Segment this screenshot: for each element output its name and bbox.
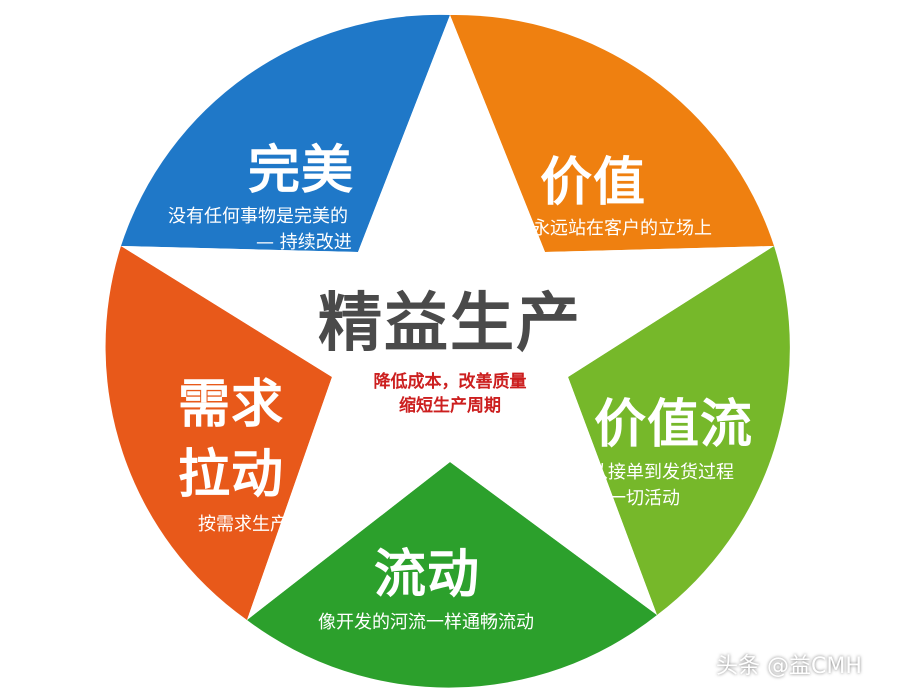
segment-perfection-wedge (121, 14, 450, 253)
watermark-text: 头条 @益CMH (716, 654, 862, 679)
perfection-desc-line1: 没有任何事物是完美的 (168, 206, 348, 227)
pull-desc: 按需求生产 (198, 514, 288, 535)
segment-pull-wedge (105, 246, 332, 620)
value-title: 价值 (540, 153, 647, 213)
flow-title: 流动 (374, 545, 481, 605)
value-stream-desc-line2: 的一切活动 (590, 488, 680, 509)
value-desc: 永远站在客户的立场上 (532, 218, 712, 239)
value-stream-desc-line1: 从接单到发货过程 (590, 462, 734, 483)
pull-title-line1: 需求 (178, 375, 285, 435)
segment-value-wedge (450, 14, 774, 252)
center-subtitle-line1: 降低成本，改善质量 (373, 372, 527, 392)
center-title: 精益生产 (318, 287, 582, 361)
perfection-desc-line2: — 持续改进 (256, 232, 352, 253)
segment-flow-wedge (247, 462, 657, 688)
value-stream-title: 价值流 (594, 395, 754, 455)
center-star (121, 15, 774, 620)
perfection-title: 完美 (248, 141, 355, 201)
segment-value-stream-wedge (568, 246, 790, 615)
pull-title-line2: 拉动 (178, 445, 285, 505)
flow-desc: 像开发的河流一样通畅流动 (318, 612, 534, 633)
center-subtitle: 降低成本，改善质量 缩短生产周期 (340, 370, 560, 418)
center-subtitle-line2: 缩短生产周期 (399, 396, 501, 416)
